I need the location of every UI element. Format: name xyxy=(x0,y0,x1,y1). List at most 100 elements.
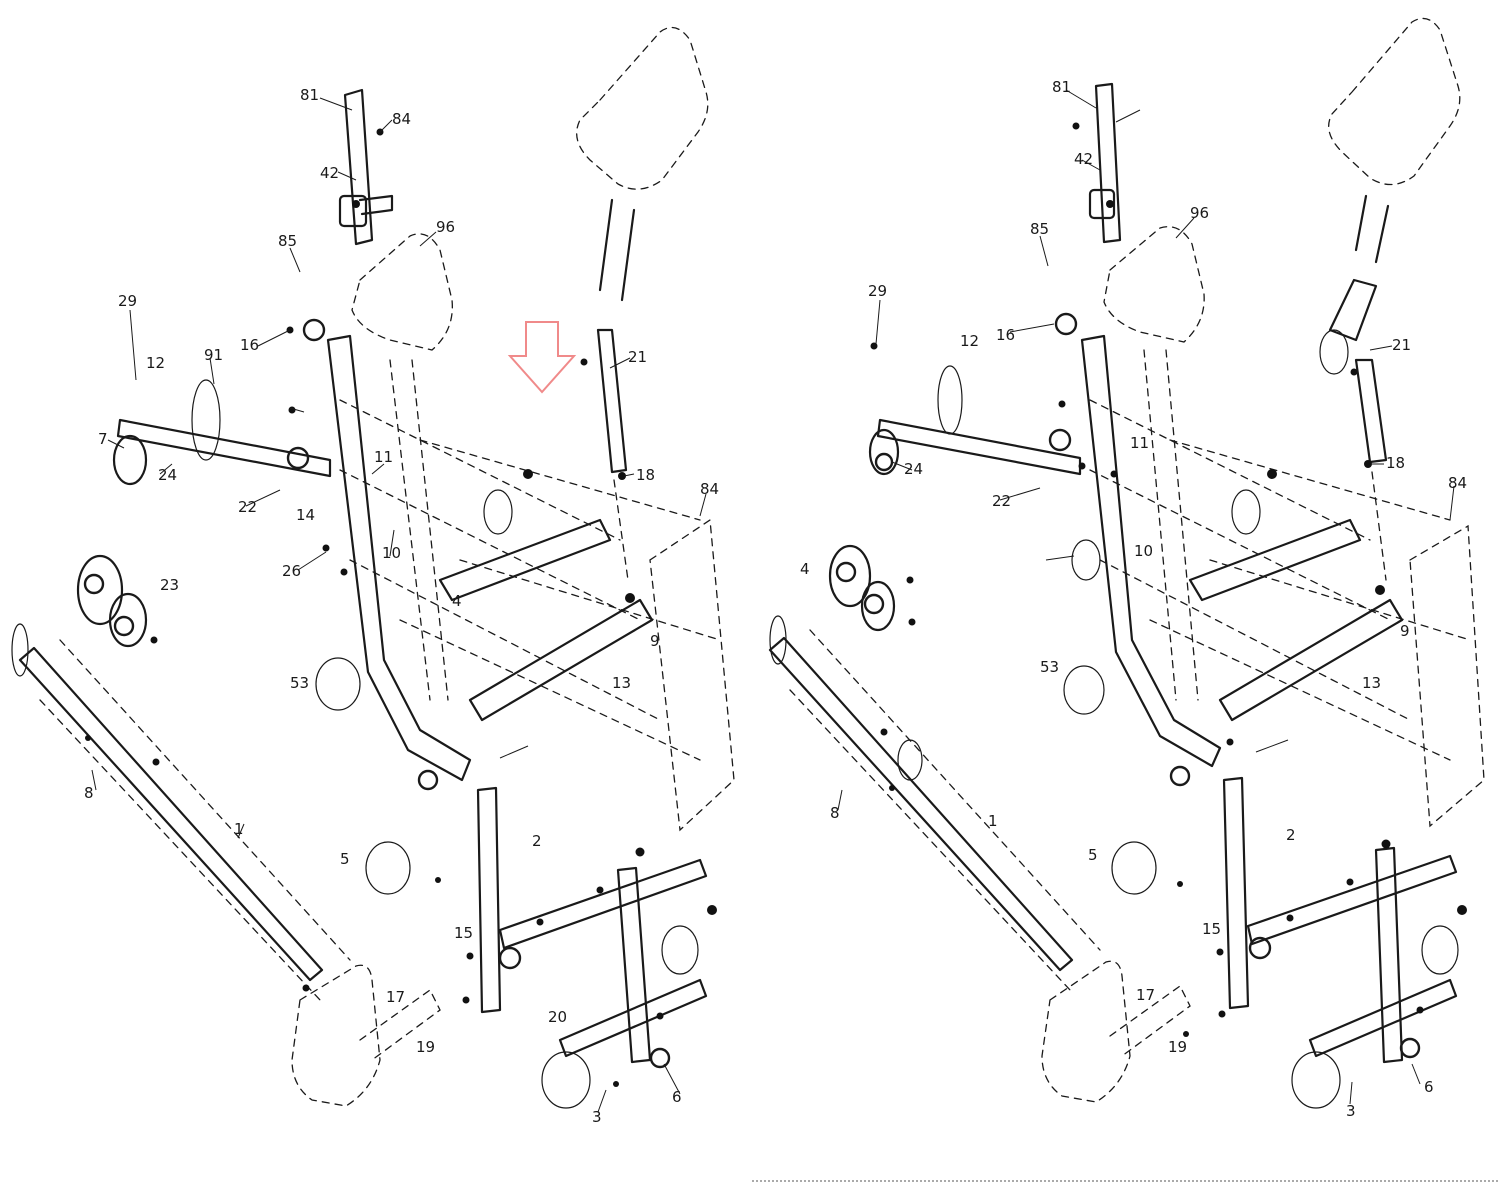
label-r-53: 53 xyxy=(1040,658,1059,676)
label-r-8: 8 xyxy=(830,804,840,822)
right-coil-6 xyxy=(835,561,857,583)
right-leaders xyxy=(837,89,1455,1105)
right-head-pad-stem xyxy=(1354,194,1390,264)
label-l-6: 6 xyxy=(672,1088,682,1106)
label-r-11: 11 xyxy=(1130,434,1149,452)
label-l-23: 23 xyxy=(160,576,179,594)
label-l-14: 14 xyxy=(296,506,315,524)
left-crossbar-2 xyxy=(468,598,654,722)
label-l-5: 5 xyxy=(340,850,350,868)
right-head-pad-knob xyxy=(1319,329,1349,375)
right-main-upright xyxy=(1080,334,1222,768)
left-head-pad-stem xyxy=(598,198,636,302)
left-right-upright xyxy=(596,328,628,474)
left-right-upright-lower xyxy=(613,479,629,581)
label-r-85: 85 xyxy=(1030,220,1049,238)
label-r-15: 15 xyxy=(1202,920,1221,938)
label-r-10: 10 xyxy=(1134,542,1153,560)
right-roller-cluster-2 xyxy=(860,580,896,632)
left-lower-bar xyxy=(18,646,324,982)
right-crossbar-2 xyxy=(1218,598,1404,722)
label-l-17: 17 xyxy=(386,988,405,1006)
left-wheel-3 xyxy=(541,1051,591,1109)
label-l-84a: 84 xyxy=(392,110,411,128)
left-foot-pad xyxy=(291,964,381,1107)
left-coil-4 xyxy=(498,946,522,970)
label-l-53: 53 xyxy=(290,674,309,692)
left-coil-7 xyxy=(83,573,105,595)
left-wheel-2 xyxy=(365,841,411,895)
right-lower-right-post xyxy=(1374,846,1404,1064)
label-r-18: 18 xyxy=(1386,454,1405,472)
right-wheel-5 xyxy=(1421,925,1459,975)
right-exploded-view: 81 42 96 85 29 12 11 10 21 18 84 24 22 5… xyxy=(768,17,1485,1120)
left-coil-1 xyxy=(302,318,326,342)
right-wheel-6 xyxy=(1071,539,1101,581)
left-exploded-view: 81 84 42 96 85 29 16 12 91 7 24 22 14 11… xyxy=(11,26,735,1126)
label-r-24: 24 xyxy=(904,460,923,478)
label-l-21: 21 xyxy=(628,348,647,366)
label-l-29: 29 xyxy=(118,292,137,310)
label-l-7: 7 xyxy=(98,430,108,448)
label-l-11: 11 xyxy=(374,448,393,466)
label-r-21: 21 xyxy=(1392,336,1411,354)
label-r-84: 84 xyxy=(1448,474,1467,492)
right-coil-3 xyxy=(1169,765,1191,787)
left-coil-5 xyxy=(649,1047,671,1069)
label-l-20: 20 xyxy=(548,1008,567,1026)
down-arrow-icon xyxy=(507,321,577,394)
left-arm-bar xyxy=(116,418,332,478)
right-lower-rail xyxy=(1246,854,1458,946)
label-r-29: 29 xyxy=(868,282,887,300)
left-coil-2 xyxy=(286,446,310,470)
label-r-1: 1 xyxy=(988,812,998,830)
left-inner-upright xyxy=(389,359,449,701)
label-l-9: 9 xyxy=(650,632,660,650)
right-roller-cluster xyxy=(828,544,872,608)
left-bolts xyxy=(85,128,717,1087)
label-l-16: 16 xyxy=(240,336,259,354)
label-l-1: 1 xyxy=(234,820,244,838)
right-foot-pad xyxy=(1041,960,1131,1103)
label-r-9: 9 xyxy=(1400,622,1410,640)
label-l-12: 12 xyxy=(146,354,165,372)
label-r-12: 12 xyxy=(960,332,979,350)
label-l-19: 19 xyxy=(416,1038,435,1056)
right-crossbar xyxy=(1188,518,1362,602)
left-lower-post xyxy=(476,786,502,1014)
left-top-handle xyxy=(358,194,394,216)
right-head-pad-arm xyxy=(1328,278,1378,342)
left-main-upright xyxy=(326,334,472,782)
left-lower-bar-dash xyxy=(39,639,351,1001)
label-l-91: 91 xyxy=(204,346,223,364)
left-roller-cluster-3 xyxy=(11,623,29,677)
label-l-85: 85 xyxy=(278,232,297,250)
left-leaders xyxy=(91,97,707,1113)
left-wheel-4 xyxy=(483,489,513,535)
right-back-pad xyxy=(1103,226,1205,343)
right-roller-cluster-3 xyxy=(769,615,787,665)
right-bolts xyxy=(870,122,1467,1037)
label-r-19: 19 xyxy=(1168,1038,1187,1056)
left-frame-dash-1 xyxy=(339,399,701,761)
label-r-5: 5 xyxy=(1088,846,1098,864)
label-r-16: 16 xyxy=(996,326,1015,344)
right-roller-cluster-4 xyxy=(897,739,923,781)
label-r-2: 2 xyxy=(1286,826,1296,844)
right-right-upright-lower xyxy=(1371,471,1387,581)
left-wheel-1 xyxy=(315,657,361,711)
right-inner-upright xyxy=(1143,349,1199,701)
right-wheel-1 xyxy=(1063,665,1105,715)
right-wheel-3 xyxy=(1291,1051,1341,1109)
right-lower-post xyxy=(1222,776,1250,1010)
label-l-8: 8 xyxy=(84,784,94,802)
right-coil-7 xyxy=(863,593,885,615)
label-r-22: 22 xyxy=(992,492,1011,510)
right-lower-rail-2 xyxy=(1308,978,1458,1058)
right-lower-bar xyxy=(768,636,1074,972)
right-labels: 81 42 96 85 29 12 11 10 21 18 84 24 22 5… xyxy=(800,78,1467,1120)
label-l-22: 22 xyxy=(238,498,257,516)
right-frame-dash-2 xyxy=(1169,439,1471,641)
right-coil-5 xyxy=(1399,1037,1421,1059)
label-l-84b: 84 xyxy=(700,480,719,498)
